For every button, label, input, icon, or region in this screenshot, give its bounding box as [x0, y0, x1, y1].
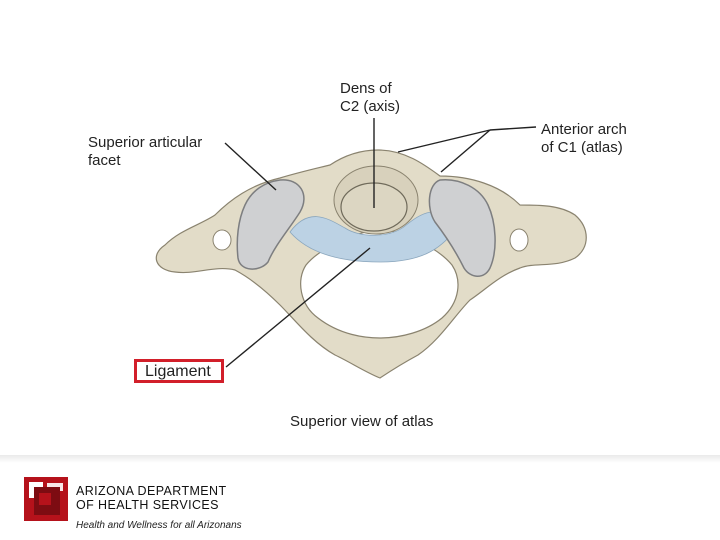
- leader-lines: [224, 118, 537, 368]
- atlas-diagram: [155, 118, 587, 379]
- right-transverse-foramen: [509, 228, 529, 252]
- label-ligament-highlighted: Ligament: [134, 359, 224, 383]
- org-name-line2: OF HEALTH SERVICES: [76, 498, 219, 512]
- right-articular-facet: [428, 179, 496, 277]
- footer-bar: [0, 455, 720, 540]
- label-line: of C1 (atlas): [541, 139, 623, 156]
- org-tagline: Health and Wellness for all Arizonans: [76, 520, 242, 531]
- arizona-logo-icon: [24, 477, 68, 521]
- label-line: Dens of: [340, 80, 392, 97]
- label-line: Anterior arch: [541, 121, 627, 138]
- left-transverse-foramen: [212, 229, 232, 251]
- label-line: Superior articular: [88, 134, 203, 151]
- left-articular-facet: [236, 179, 305, 270]
- label-dens-of-c2: Dens of C2 (axis): [340, 80, 400, 116]
- diagram-caption: Superior view of atlas: [290, 413, 434, 430]
- label-line: C2 (axis): [340, 98, 401, 115]
- label-anterior-arch: Anterior arch of C1 (atlas): [541, 121, 627, 157]
- label-line: facet: [88, 152, 121, 169]
- org-name-line1: ARIZONA DEPARTMENT: [76, 484, 227, 498]
- label-superior-articular-facet: Superior articular facet: [88, 134, 202, 170]
